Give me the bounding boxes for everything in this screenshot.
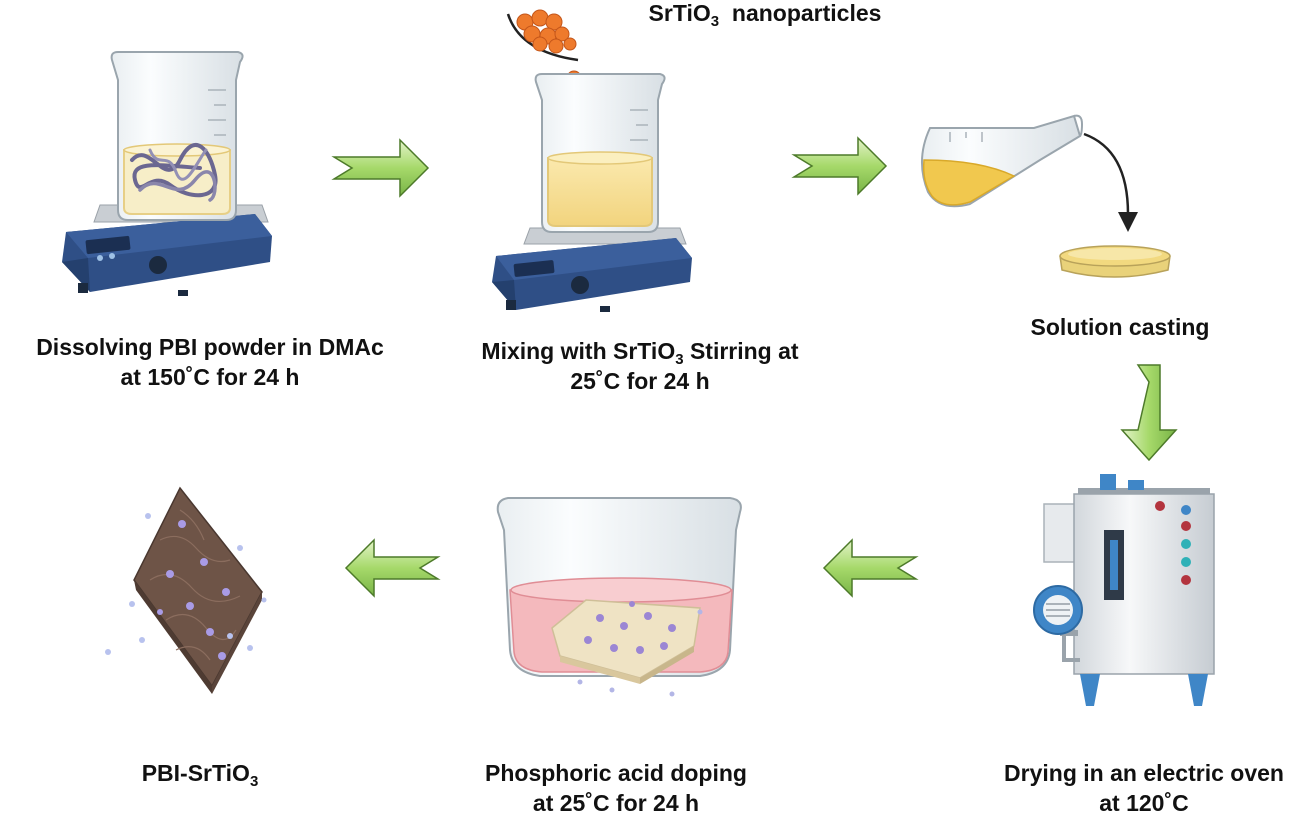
step-dissolving-line1: Dissolving PBI powder in DMAc <box>36 334 384 360</box>
step-drying-line1: Drying in an electric oven <box>1004 760 1284 786</box>
beaker-1 <box>110 51 244 221</box>
scoop <box>506 13 579 62</box>
stirrer-2 <box>492 227 692 312</box>
step-doping-line1: Phosphoric acid doping <box>485 760 747 786</box>
nanoparticle-cluster <box>516 9 577 54</box>
petri-dish <box>1059 245 1171 278</box>
step-casting-label: Solution casting <box>1000 312 1240 342</box>
electric-oven <box>1033 474 1215 706</box>
arrow-5 <box>344 538 441 598</box>
step-casting-line1: Solution casting <box>1030 314 1210 340</box>
arrow-3 <box>1120 364 1178 462</box>
nanoparticles-label: SrTiO3 nanoparticles <box>648 0 882 30</box>
step-mixing-label: Mixing with SrTiO3 Stirring at 25˚C for … <box>440 336 840 396</box>
step-product-label: PBI-SrTiO3 <box>141 760 259 790</box>
arrow-2 <box>791 136 888 196</box>
step-drying-line2: at 120˚C <box>1099 790 1189 813</box>
step-doping-line2: at 25˚C for 24 h <box>532 790 700 813</box>
step-mixing-line2: 25˚C for 24 h <box>570 368 710 394</box>
pbi-srtio3-membrane <box>105 486 267 694</box>
beaker-2 <box>534 73 666 233</box>
step-dissolving-label: Dissolving PBI powder in DMAc at 150˚C f… <box>0 332 420 392</box>
doped-membrane <box>551 599 703 697</box>
arrow-1 <box>331 138 430 198</box>
flask <box>920 114 1084 208</box>
step-drying-label: Drying in an electric oven at 120˚C <box>975 758 1313 813</box>
pour-arrow <box>1083 132 1138 232</box>
step-doping-label: Phosphoric acid doping at 25˚C for 24 h <box>446 758 786 813</box>
step-dissolving-line2: at 150˚C for 24 h <box>120 364 300 390</box>
arrow-4 <box>822 538 919 598</box>
